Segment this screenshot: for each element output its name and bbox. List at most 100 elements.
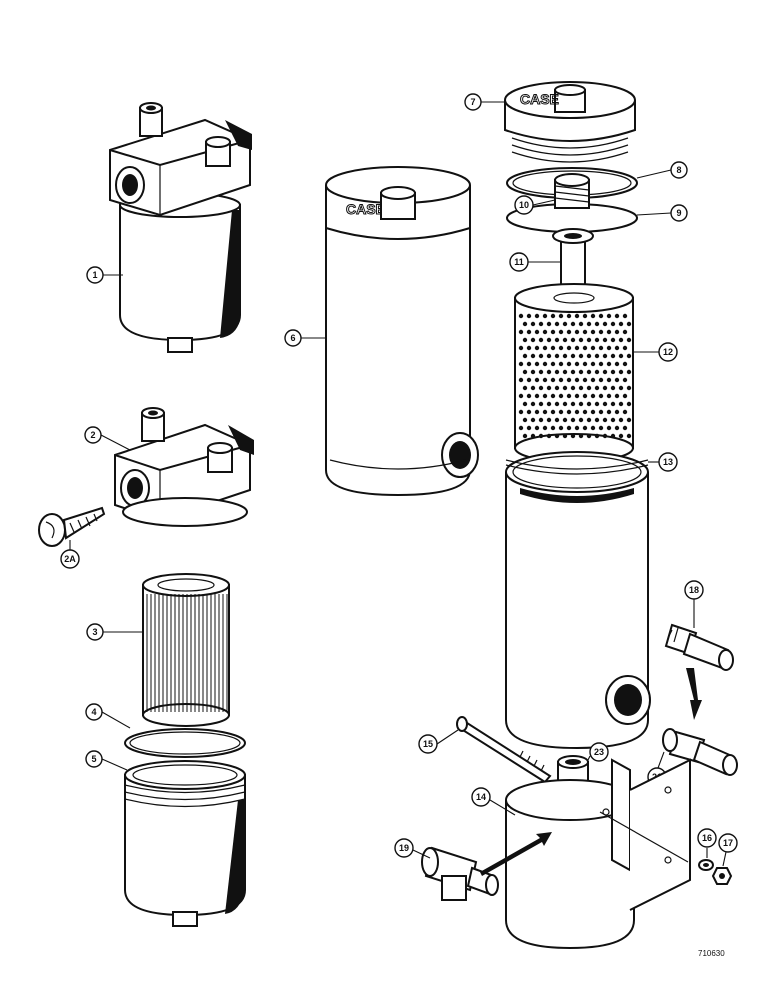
- part-18-fitting: [664, 623, 734, 671]
- perforation-hole: [538, 321, 544, 327]
- perforation-hole: [550, 345, 556, 351]
- perforation-hole: [518, 409, 524, 415]
- perforation-hole: [554, 321, 560, 327]
- callout-5: 5: [85, 750, 128, 771]
- perforation-hole: [570, 417, 576, 423]
- perforation-hole: [534, 409, 540, 415]
- perforation-hole: [570, 353, 576, 359]
- perforation-hole: [518, 313, 524, 319]
- perforation-hole: [550, 425, 556, 431]
- perforation-hole: [574, 361, 580, 367]
- perforation-hole: [562, 337, 568, 343]
- perforation-hole: [578, 353, 584, 359]
- svg-text:10: 10: [519, 200, 529, 210]
- perforation-hole: [582, 377, 588, 383]
- callout-16: 16: [697, 828, 717, 858]
- perforation-hole: [530, 401, 536, 407]
- perforation-hole: [594, 353, 600, 359]
- svg-text:17: 17: [723, 838, 733, 848]
- svg-text:1: 1: [92, 270, 97, 280]
- svg-text:9: 9: [676, 208, 681, 218]
- part-2a-indicator-screw: [38, 506, 106, 547]
- perforation-hole: [582, 329, 588, 335]
- callout-3: 3: [86, 623, 143, 641]
- perforation-hole: [594, 321, 600, 327]
- perforation-hole: [610, 417, 616, 423]
- perforation-hole: [598, 313, 604, 319]
- callout-11: 11: [509, 252, 561, 272]
- assembly-arrow-18-20: [686, 668, 702, 720]
- callout-2: 2: [84, 426, 131, 451]
- perforation-hole: [602, 321, 608, 327]
- svg-text:7: 7: [470, 97, 475, 107]
- perforation-hole: [566, 313, 572, 319]
- perforation-hole: [526, 393, 532, 399]
- callout-19: 19: [394, 838, 431, 859]
- part-3-filter-element: [142, 573, 230, 727]
- perforation-hole: [618, 385, 624, 391]
- perforation-hole: [530, 321, 536, 327]
- perforation-hole: [542, 329, 548, 335]
- part-13-housing: [505, 451, 651, 750]
- perforation-hole: [550, 393, 556, 399]
- perforation-hole: [522, 385, 528, 391]
- perforation-hole: [610, 385, 616, 391]
- perforation-hole: [618, 369, 624, 375]
- perforation-hole: [530, 353, 536, 359]
- part-17-nut: [711, 867, 733, 885]
- perforation-hole: [586, 417, 592, 423]
- callout-9: 9: [636, 204, 688, 222]
- perforation-hole: [566, 393, 572, 399]
- part-16-washer: [698, 859, 714, 871]
- part-20-fitting: [668, 730, 738, 776]
- perforation-hole: [518, 377, 524, 383]
- perforation-hole: [606, 425, 612, 431]
- svg-text:19: 19: [399, 843, 409, 853]
- perforation-hole: [566, 345, 572, 351]
- perforation-hole: [590, 425, 596, 431]
- callout-14: 14: [471, 787, 516, 816]
- part-19-tee: [421, 832, 552, 901]
- perforation-hole: [570, 433, 576, 439]
- perforation-hole: [554, 337, 560, 343]
- svg-text:12: 12: [663, 347, 673, 357]
- perforation-hole: [622, 345, 628, 351]
- perforation-hole: [558, 393, 564, 399]
- perforation-hole: [526, 313, 532, 319]
- perforation-hole: [538, 337, 544, 343]
- perforation-hole: [538, 401, 544, 407]
- perforation-hole: [578, 337, 584, 343]
- perforation-hole: [582, 361, 588, 367]
- perforation-hole: [626, 385, 632, 391]
- perforation-hole: [574, 377, 580, 383]
- perforation-hole: [574, 313, 580, 319]
- perforation-hole: [622, 361, 628, 367]
- perforation-hole: [590, 361, 596, 367]
- perforation-hole: [598, 377, 604, 383]
- perforation-hole: [518, 425, 524, 431]
- perforation-hole: [626, 353, 632, 359]
- svg-text:14: 14: [476, 792, 486, 802]
- part-15-bolt: [456, 716, 552, 784]
- perforation-hole: [570, 321, 576, 327]
- perforation-hole: [582, 313, 588, 319]
- perforation-hole: [526, 345, 532, 351]
- perforation-hole: [622, 393, 628, 399]
- svg-text:13: 13: [663, 457, 673, 467]
- callout-15: 15: [418, 729, 459, 754]
- perforation-hole: [598, 409, 604, 415]
- perforation-hole: [550, 361, 556, 367]
- perforation-hole: [606, 409, 612, 415]
- perforation-hole: [534, 377, 540, 383]
- callout-8: 8: [636, 161, 688, 179]
- svg-text:CASE: CASE: [520, 91, 559, 107]
- svg-text:5: 5: [91, 754, 96, 764]
- svg-text:6: 6: [290, 333, 295, 343]
- perforation-hole: [614, 361, 620, 367]
- perforation-hole: [622, 377, 628, 383]
- perforation-hole: [534, 393, 540, 399]
- svg-text:2: 2: [90, 430, 95, 440]
- callout-23: 23: [587, 742, 609, 762]
- perforation-hole: [602, 433, 608, 439]
- perforation-hole: [550, 377, 556, 383]
